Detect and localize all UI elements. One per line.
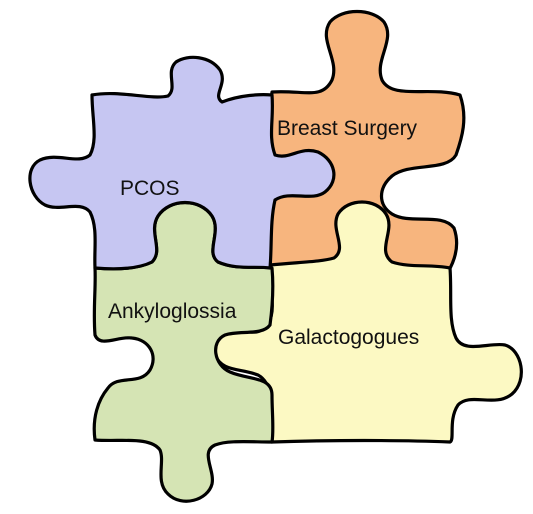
- label-ankyloglossia: Ankyloglossia: [108, 300, 237, 323]
- label-pcos: PCOS: [120, 177, 180, 200]
- label-breast-surgery: Breast Surgery: [277, 117, 418, 140]
- label-galactogogues: Galactogogues: [278, 326, 419, 349]
